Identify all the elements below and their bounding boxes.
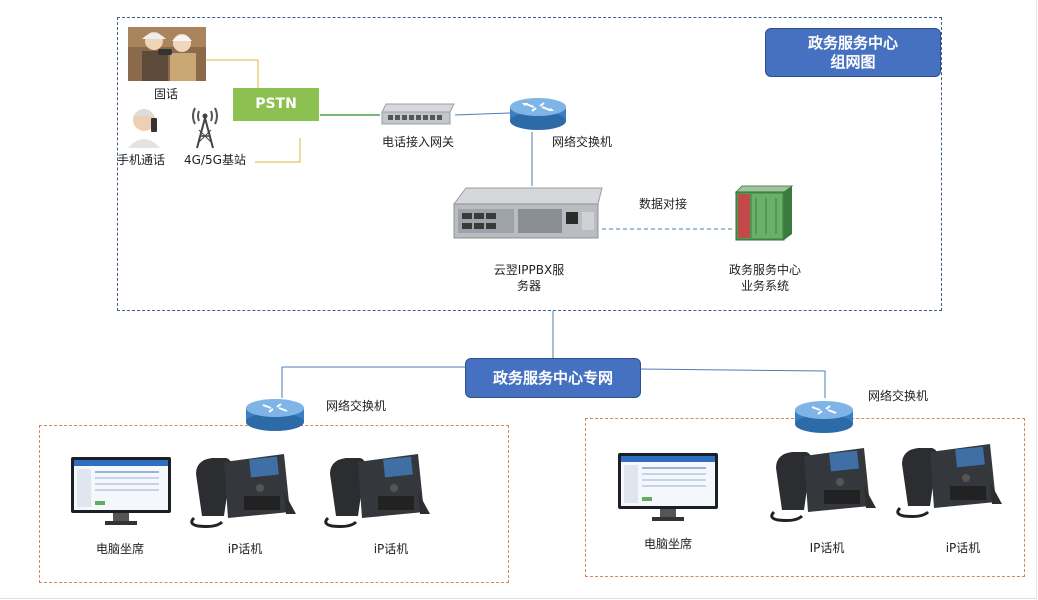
network-label: 政务服务中心专网 (492, 369, 613, 387)
pstn-box: PSTN (233, 88, 319, 121)
left-pc-monitor-icon (71, 457, 171, 527)
server-label-2: 务器 (516, 279, 541, 293)
biz-system-label-1: 政务服务中心 (728, 263, 801, 277)
base-station-label: 4G/5G基站 (184, 153, 246, 167)
people-photo-icon (128, 27, 206, 81)
left-ip-phone-2-icon (320, 452, 432, 528)
right-ip-phone-1-icon (766, 446, 878, 522)
elderly-man-phone-icon (124, 104, 166, 148)
server-label-1: 云翌IPPBX服 (493, 263, 565, 277)
landline-label: 固话 (153, 87, 178, 101)
mobile-link (255, 138, 301, 163)
landline-link (205, 59, 259, 88)
diagram-title: 政务服务中心 组网图 (765, 28, 941, 77)
left-pc-label: 电脑坐席 (95, 542, 144, 556)
right-ip-phone-2-icon (892, 442, 1004, 518)
right-pc-monitor-icon (618, 453, 718, 523)
left-phone-1-label: iP话机 (227, 542, 263, 556)
cell-tower-icon (188, 100, 222, 150)
core-network-area (117, 17, 942, 311)
right-switch-icon (793, 398, 855, 436)
right-phone-1-label: IP话机 (809, 541, 845, 555)
server-cabinet-icon (732, 184, 794, 242)
data-link-label: 数据对接 (638, 197, 687, 211)
gateway-label: 电话接入网关 (381, 135, 454, 149)
gateway-switch-link (454, 112, 511, 116)
rack-server-icon (452, 186, 604, 242)
mobile-label: 手机通话 (116, 153, 165, 167)
right-pc-label: 电脑坐席 (643, 537, 692, 551)
network-box: 政务服务中心专网 (465, 358, 641, 398)
biz-system-label-2: 业务系统 (740, 279, 789, 293)
left-ip-phone-1-icon (186, 452, 298, 528)
left-switch-label: 网络交换机 (325, 399, 386, 413)
title-line-2: 组网图 (830, 53, 876, 71)
left-phone-2-label: iP话机 (373, 542, 409, 556)
title-line-1: 政务服务中心 (807, 34, 898, 52)
right-switch-link (639, 368, 826, 398)
right-switch-label: 网络交换机 (867, 389, 928, 403)
core-switch-label: 网络交换机 (551, 135, 612, 149)
gateway-device-icon (380, 102, 456, 126)
right-phone-2-label: iP话机 (945, 541, 981, 555)
left-switch-icon (244, 396, 306, 434)
left-switch-link (281, 366, 466, 398)
router-switch-icon (508, 95, 568, 133)
